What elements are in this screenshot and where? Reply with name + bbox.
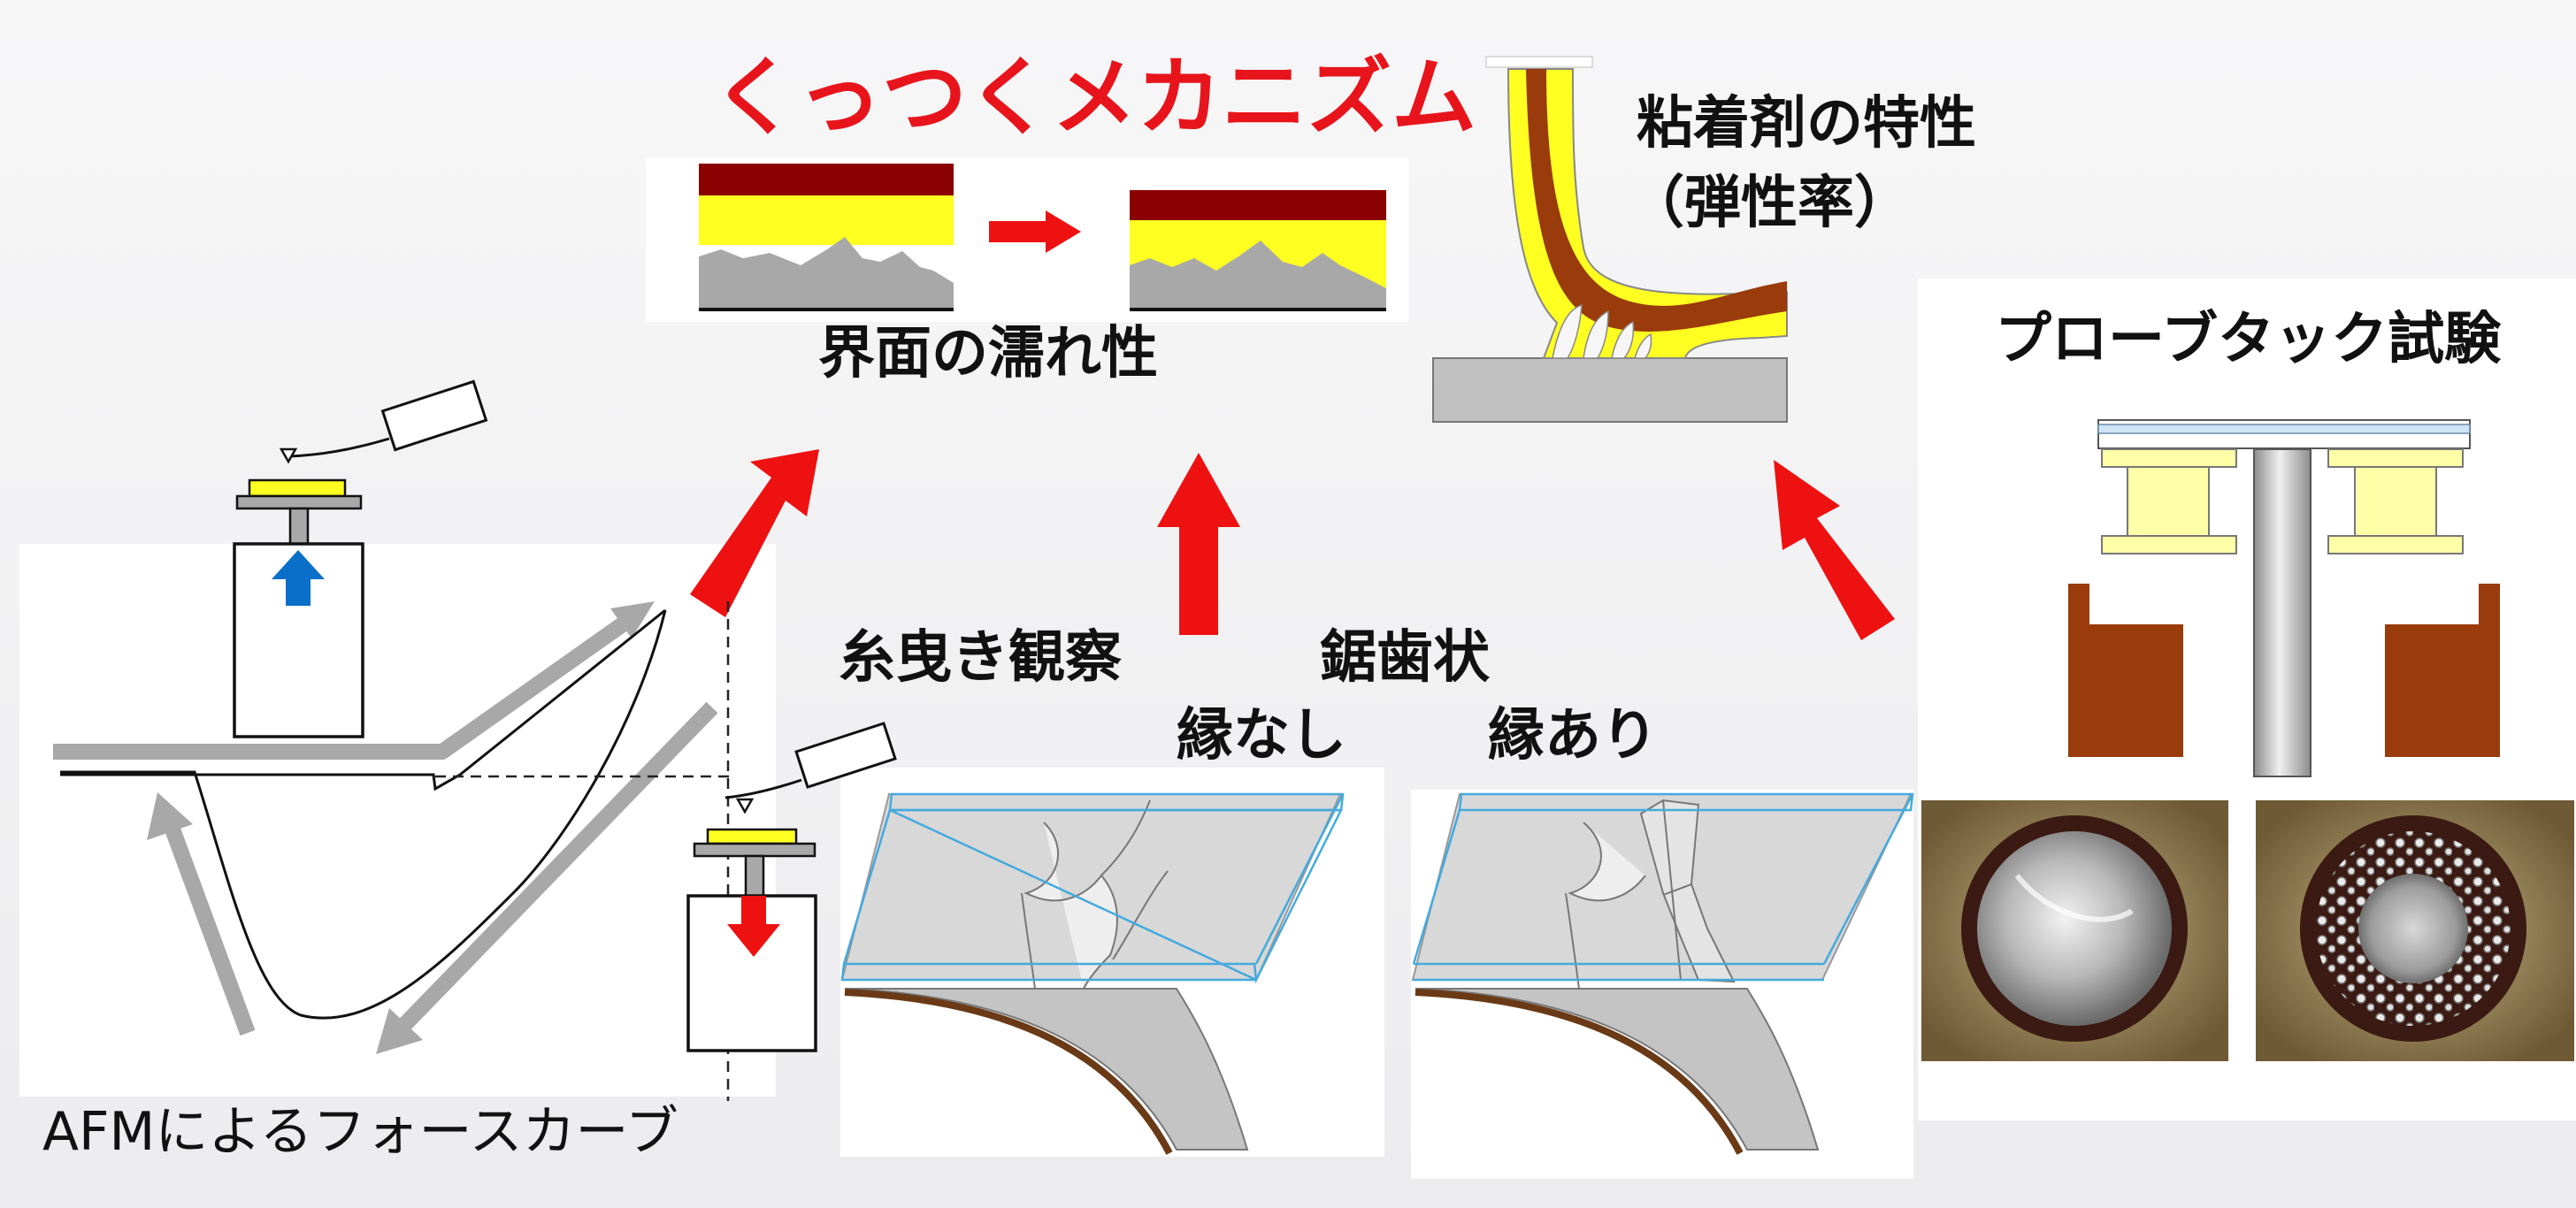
adhesive-properties-label: 粘着剤の特性 bbox=[1637, 91, 1976, 157]
down-arrow-icon bbox=[727, 896, 780, 957]
arrow-stringing-to-wetting bbox=[1157, 453, 1240, 635]
diagram-title: くっつくメカニズム bbox=[712, 48, 1476, 147]
afm-panel bbox=[19, 544, 776, 1097]
up-arrow-icon bbox=[272, 550, 325, 606]
arrow-afm-to-wetting bbox=[690, 449, 819, 617]
stringing-label: 糸曳き観察 bbox=[839, 625, 1122, 691]
with-edge-label: 縁あり bbox=[1488, 703, 1658, 768]
probe-tack-figure bbox=[1921, 419, 2574, 1061]
afm-force-curve-figure bbox=[53, 379, 734, 1101]
arrow-probe-to-properties bbox=[1774, 460, 1895, 640]
adhesive-peel-figure bbox=[1432, 56, 1788, 423]
stringing-no-edge-figure bbox=[840, 792, 1345, 1155]
sawtooth-label: 鋸歯状 bbox=[1320, 625, 1490, 691]
afm-force-curve-label: AFMによるフォースカーブ bbox=[42, 1101, 678, 1163]
wetting-transition-arrow bbox=[989, 210, 1081, 253]
stringing-with-edge-figure bbox=[1411, 792, 1914, 1155]
no-edge-label: 縁なし bbox=[1177, 703, 1346, 768]
wetting-after-figure bbox=[1130, 190, 1386, 311]
wetting-before-figure bbox=[699, 164, 954, 311]
afm-retract-figure bbox=[686, 722, 897, 1052]
wetting-label: 界面の濡れ性 bbox=[818, 321, 1158, 386]
elastic-modulus-label: （弾性率） bbox=[1628, 171, 1911, 236]
probe-tack-label: プローブタック試験 bbox=[1995, 307, 2502, 372]
